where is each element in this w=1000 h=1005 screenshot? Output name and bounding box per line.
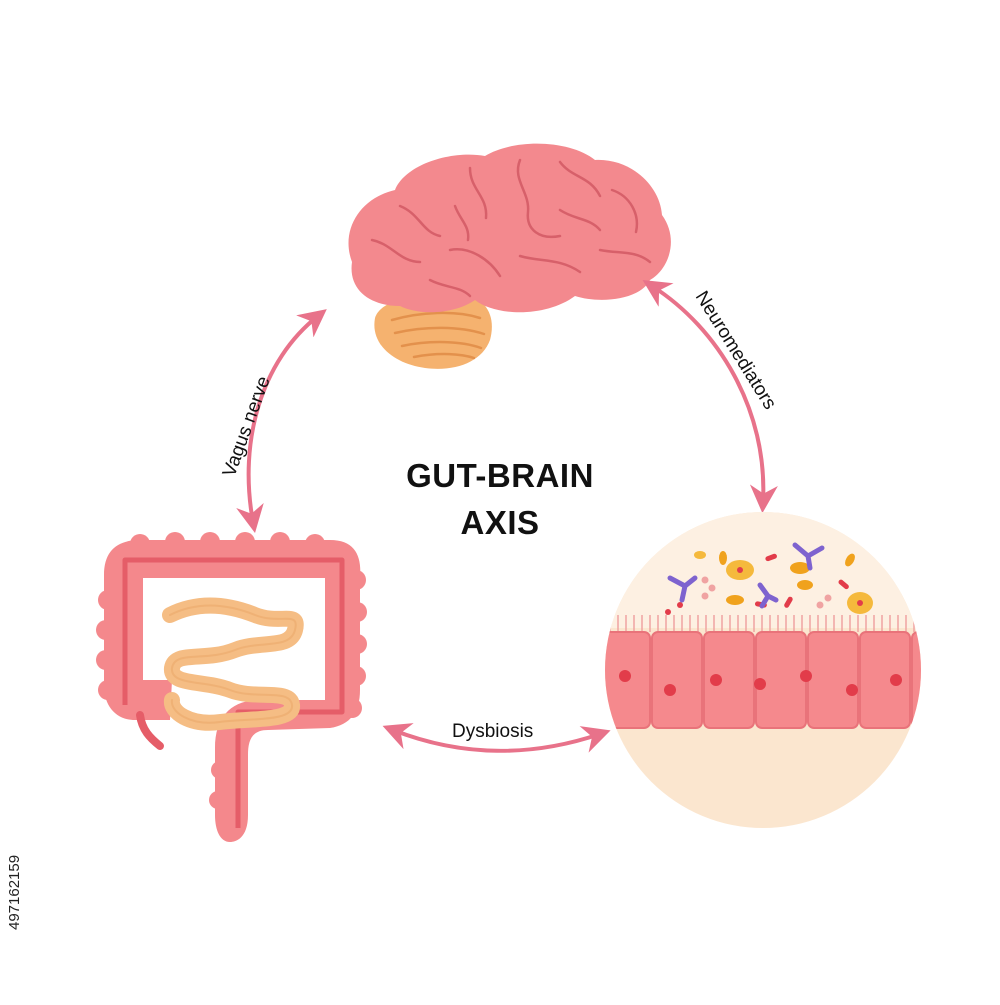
dysbiosis-arrow	[382, 723, 611, 753]
cerebrum	[348, 143, 671, 313]
neuromediators-label: Neuromediators	[691, 288, 780, 414]
stock-id: 497162159	[6, 854, 23, 930]
double-arrow-icon	[382, 723, 611, 753]
neuromediators-arrow	[642, 279, 778, 514]
brain-icon	[348, 143, 671, 369]
double-arrow-icon	[642, 279, 778, 514]
title-line-2: AXIS	[460, 504, 540, 541]
neuromediators-label-group: Neuromediators	[691, 288, 780, 414]
gut-microbiome-icon	[605, 512, 921, 828]
double-arrow-icon	[236, 309, 327, 534]
vagus-nerve-arrow	[236, 309, 327, 534]
cerebellum	[374, 293, 492, 369]
epithelial-cells	[605, 631, 921, 729]
colon	[103, 540, 361, 842]
title-line-1: GUT-BRAIN	[406, 457, 594, 494]
dysbiosis-label: Dysbiosis	[452, 721, 534, 742]
bacteria	[665, 542, 873, 615]
intestines-icon	[96, 532, 367, 842]
